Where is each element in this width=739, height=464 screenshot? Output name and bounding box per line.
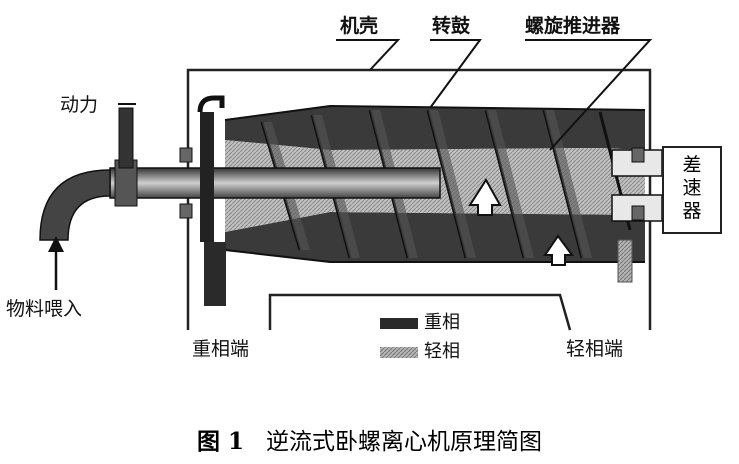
label-screw: 螺旋推进器 <box>525 15 621 37</box>
legend-swatch-heavy <box>380 318 418 329</box>
feed-arrow <box>48 236 64 290</box>
label-power: 动力 <box>60 94 99 116</box>
feed-tube <box>39 159 441 241</box>
label-feed: 物料喂入 <box>6 298 83 320</box>
power-shaft <box>118 103 136 169</box>
legend-swatch-light <box>380 347 418 358</box>
heavy-discharge <box>179 95 226 306</box>
gearbox-label: 差 速 器 <box>682 154 702 222</box>
caption-title: 逆流式卧螺离心机原理简图 <box>266 429 542 455</box>
right-bearing <box>611 147 663 222</box>
leader-lines <box>336 39 653 151</box>
differential-gearbox: 差 速 器 <box>662 146 722 234</box>
caption-number: 图 1 <box>196 428 244 455</box>
light-discharge <box>617 239 633 283</box>
label-light-end: 轻相端 <box>566 338 624 360</box>
flow-arrows <box>468 178 574 266</box>
label-casing: 机壳 <box>340 15 379 37</box>
label-drum: 转鼓 <box>432 15 471 37</box>
legend-label-light: 轻相 <box>424 341 460 362</box>
figure-caption: 图 1 逆流式卧螺离心机原理简图 <box>0 422 739 456</box>
legend-label-heavy: 重相 <box>424 312 460 333</box>
label-heavy-end: 重相端 <box>192 338 250 360</box>
